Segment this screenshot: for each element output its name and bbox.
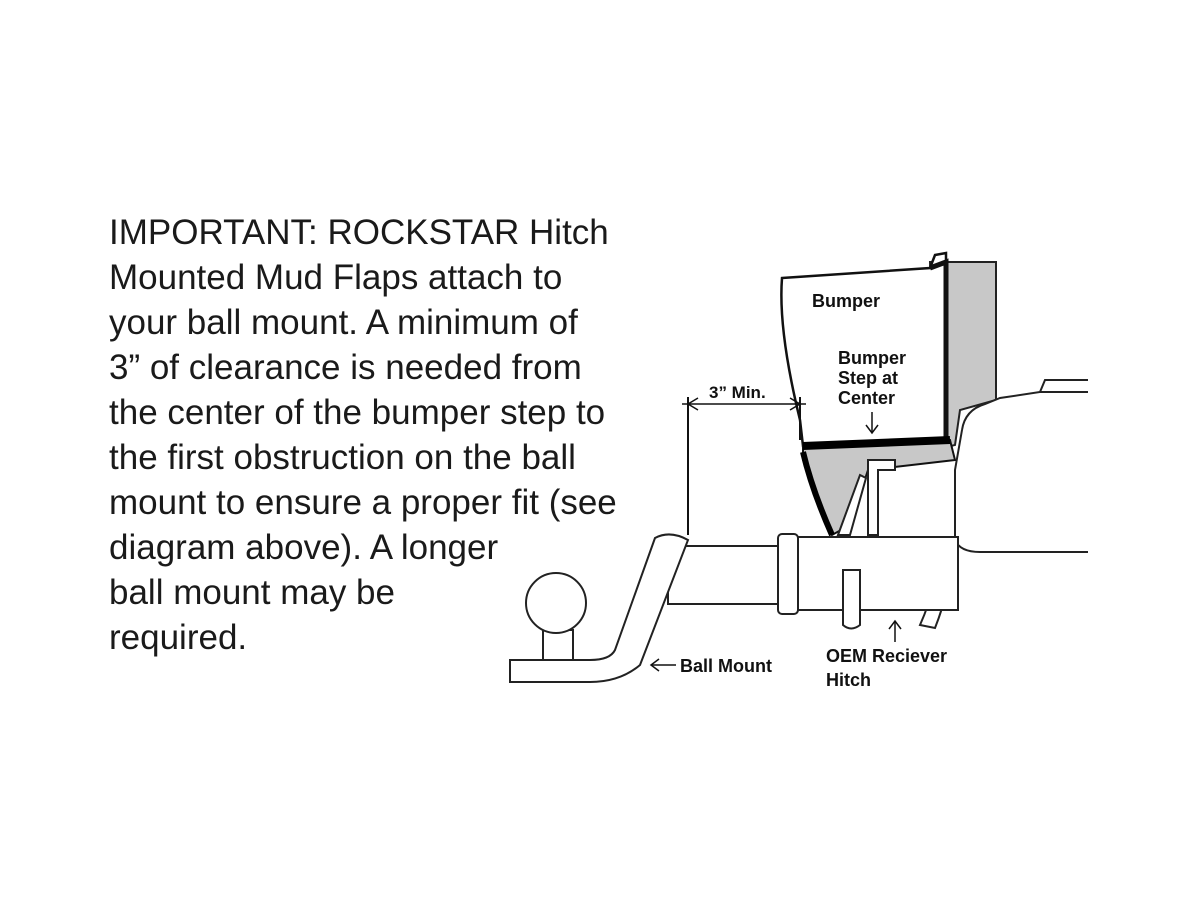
step-label-line2: Step at [838,368,898,388]
notice-line: the first obstruction on the ball [109,438,576,477]
step-label-line3: Center [838,388,895,408]
hitch-label-line1: OEM Reciever [826,646,947,666]
notice-line: IMPORTANT: ROCKSTAR Hitch [109,213,609,252]
important-notice: IMPORTANT: ROCKSTAR Hitch Mounted Mud Fl… [109,210,669,660]
clearance-dimension [682,397,806,535]
notice-line: ball mount may be [109,573,395,612]
bumper [780,251,949,448]
ball-mount [509,533,799,683]
notice-line: required. [109,618,248,657]
step-arrow [865,412,879,435]
notice-line: 3” of clearance is needed from [109,348,582,387]
notice-line: diagram above). A longer [109,528,499,567]
notice-line: the center of the bumper step to [109,393,606,432]
notice-line: mount to ensure a proper fit (see [109,483,617,522]
oem-receiver-hitch [797,536,959,630]
clearance-label: 3” Min. [709,383,766,402]
hitch-arrow [888,619,902,642]
hitch-label-line2: Hitch [826,670,871,690]
notice-line: your ball mount. A minimum of [109,303,578,342]
step-label-line1: Bumper [838,348,906,368]
vehicle-underbody [954,379,1088,553]
bumper-label: Bumper [812,291,880,311]
notice-line: Mounted Mud Flaps attach to [109,258,563,297]
ball-mount-arrow [649,658,676,672]
ball-mount-label: Ball Mount [680,656,772,676]
